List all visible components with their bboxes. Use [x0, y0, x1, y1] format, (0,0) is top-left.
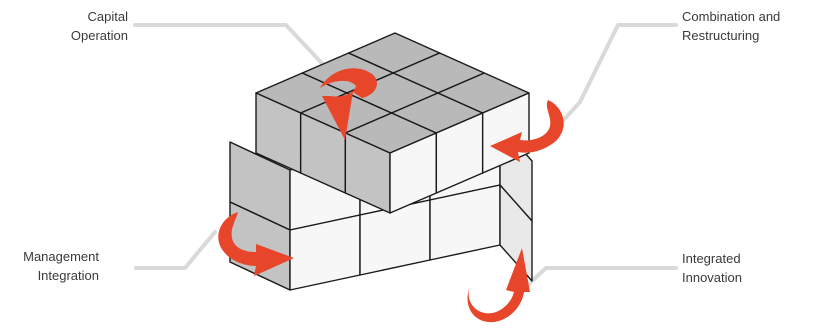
label-line: Integration [37, 268, 99, 283]
label-line: Combination and [682, 9, 781, 24]
rotation-arrows [218, 68, 564, 323]
label-line: Management [23, 249, 99, 264]
label-capital-operation: Capital Operation [20, 7, 128, 45]
label-line: Operation [70, 28, 128, 43]
label-line: Integrated [682, 251, 741, 266]
label-combination-restructuring: Combination and Restructuring [682, 7, 807, 45]
rubiks-cube [229, 32, 533, 291]
label-integrated-innovation: Integrated Innovation [682, 249, 807, 287]
rotate-arrow-icon [218, 212, 294, 276]
connector-line [134, 230, 217, 270]
rotate-arrow-icon [320, 68, 377, 140]
connector-line [558, 23, 678, 126]
rotate-arrow-icon [467, 248, 530, 323]
label-line: Capital [87, 9, 128, 24]
label-management-integration: Management Integration [0, 247, 99, 285]
connector-line [133, 23, 332, 74]
connector-line [514, 266, 678, 298]
rotate-arrow-icon [490, 100, 564, 162]
label-line: Innovation [682, 270, 742, 285]
cube-face-right [499, 184, 533, 282]
label-line: Restructuring [682, 28, 760, 43]
